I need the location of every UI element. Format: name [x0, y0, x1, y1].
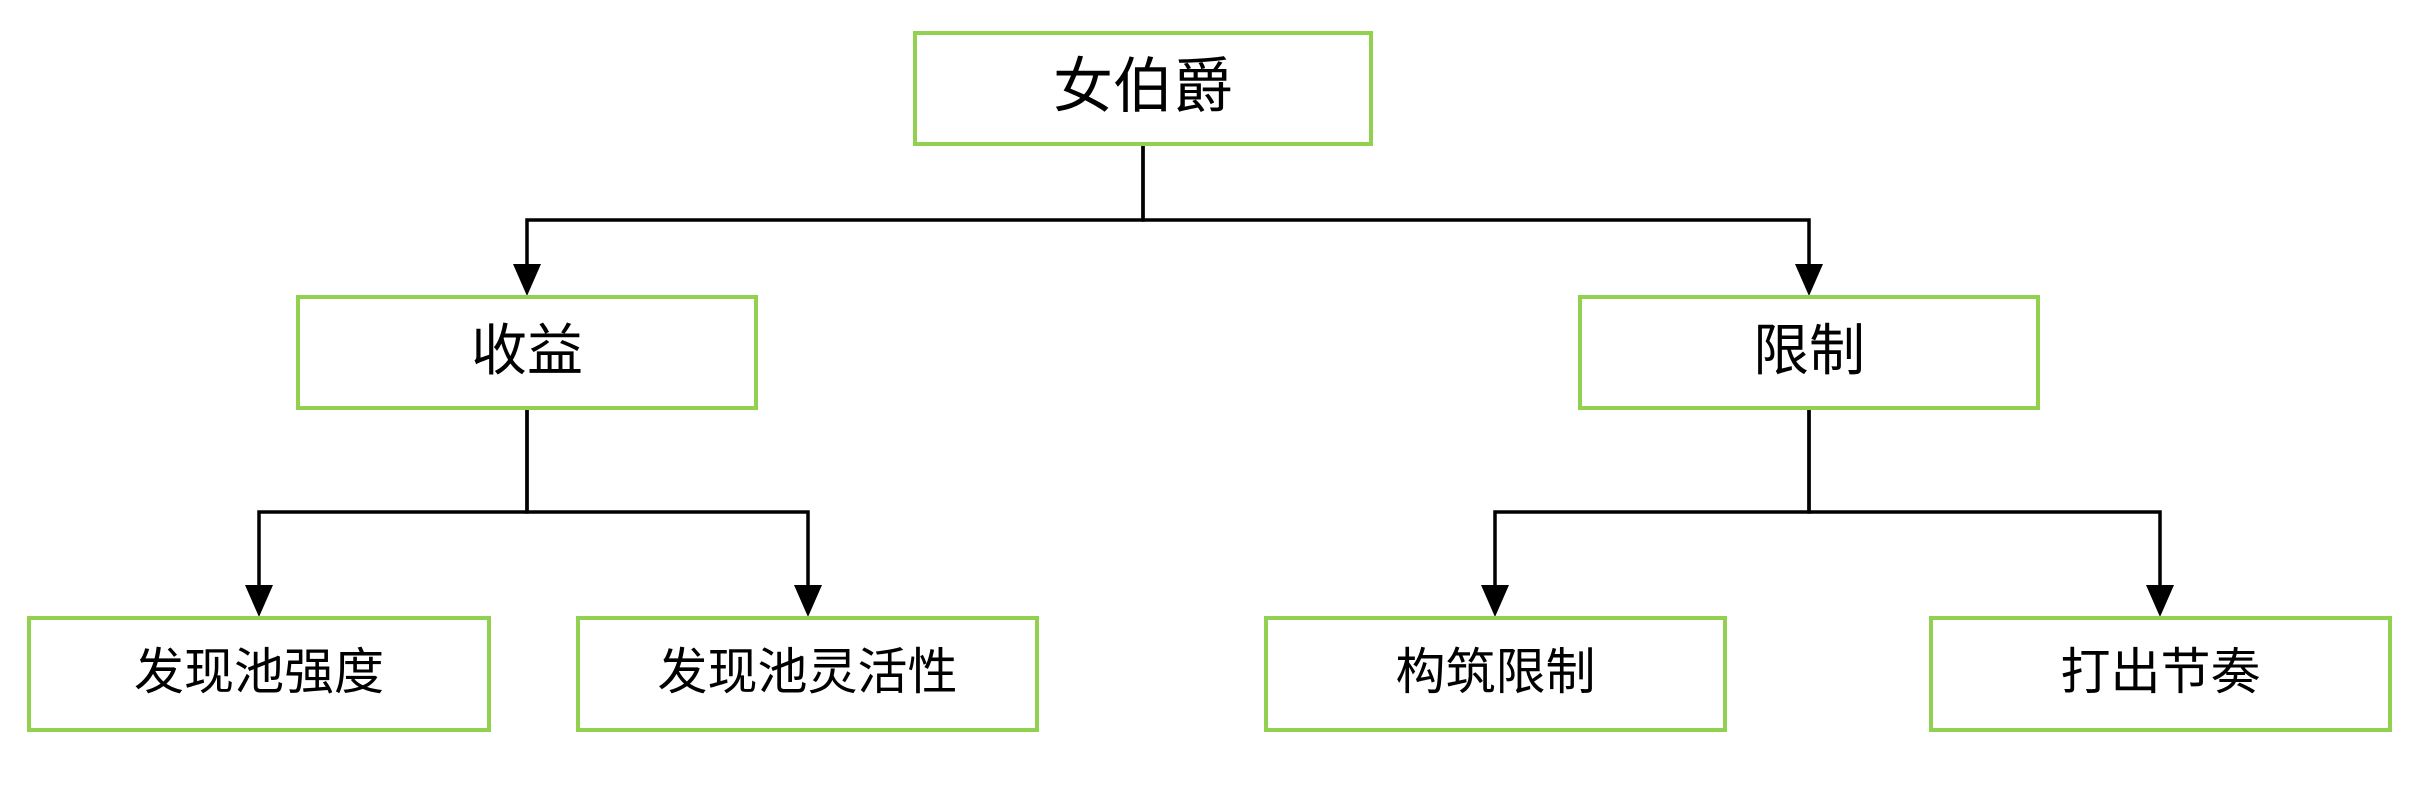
arrowhead-pool-strength [245, 585, 273, 617]
edge-limits-to-play-tempo [1807, 410, 2162, 611]
edge-limits-to-deckbuilding-limit [1493, 410, 1811, 611]
edge-root-to-limits [1141, 146, 1811, 290]
node-play-tempo: 打出节奏 [1929, 616, 2392, 732]
node-benefits-label: 收益 [471, 318, 583, 382]
edge-benefits-to-pool-strength [257, 410, 529, 611]
edge-root-to-benefits [525, 146, 1145, 290]
arrowhead-benefits [513, 264, 541, 296]
node-play-tempo-label: 打出节奏 [2060, 644, 2261, 700]
node-pool-strength-label: 发现池强度 [134, 644, 384, 700]
node-deckbuilding-limit-label: 构筑限制 [1395, 644, 1596, 700]
node-pool-flexibility: 发现池灵活性 [576, 616, 1039, 732]
node-pool-flexibility-label: 发现池灵活性 [657, 644, 958, 700]
node-benefits: 收益 [296, 295, 758, 410]
arrowhead-play-tempo [2146, 585, 2174, 617]
arrowhead-limits [1795, 264, 1823, 296]
node-limits: 限制 [1578, 295, 2040, 410]
node-pool-strength: 发现池强度 [27, 616, 491, 732]
node-deckbuilding-limit: 构筑限制 [1264, 616, 1727, 732]
arrowhead-pool-flexibility [794, 585, 822, 617]
node-limits-label: 限制 [1753, 318, 1865, 382]
arrowhead-deckbuilding-limit [1481, 585, 1509, 617]
edge-benefits-to-pool-flexibility [525, 410, 810, 611]
node-root-label: 女伯爵 [1053, 52, 1233, 120]
node-root: 女伯爵 [913, 31, 1373, 146]
